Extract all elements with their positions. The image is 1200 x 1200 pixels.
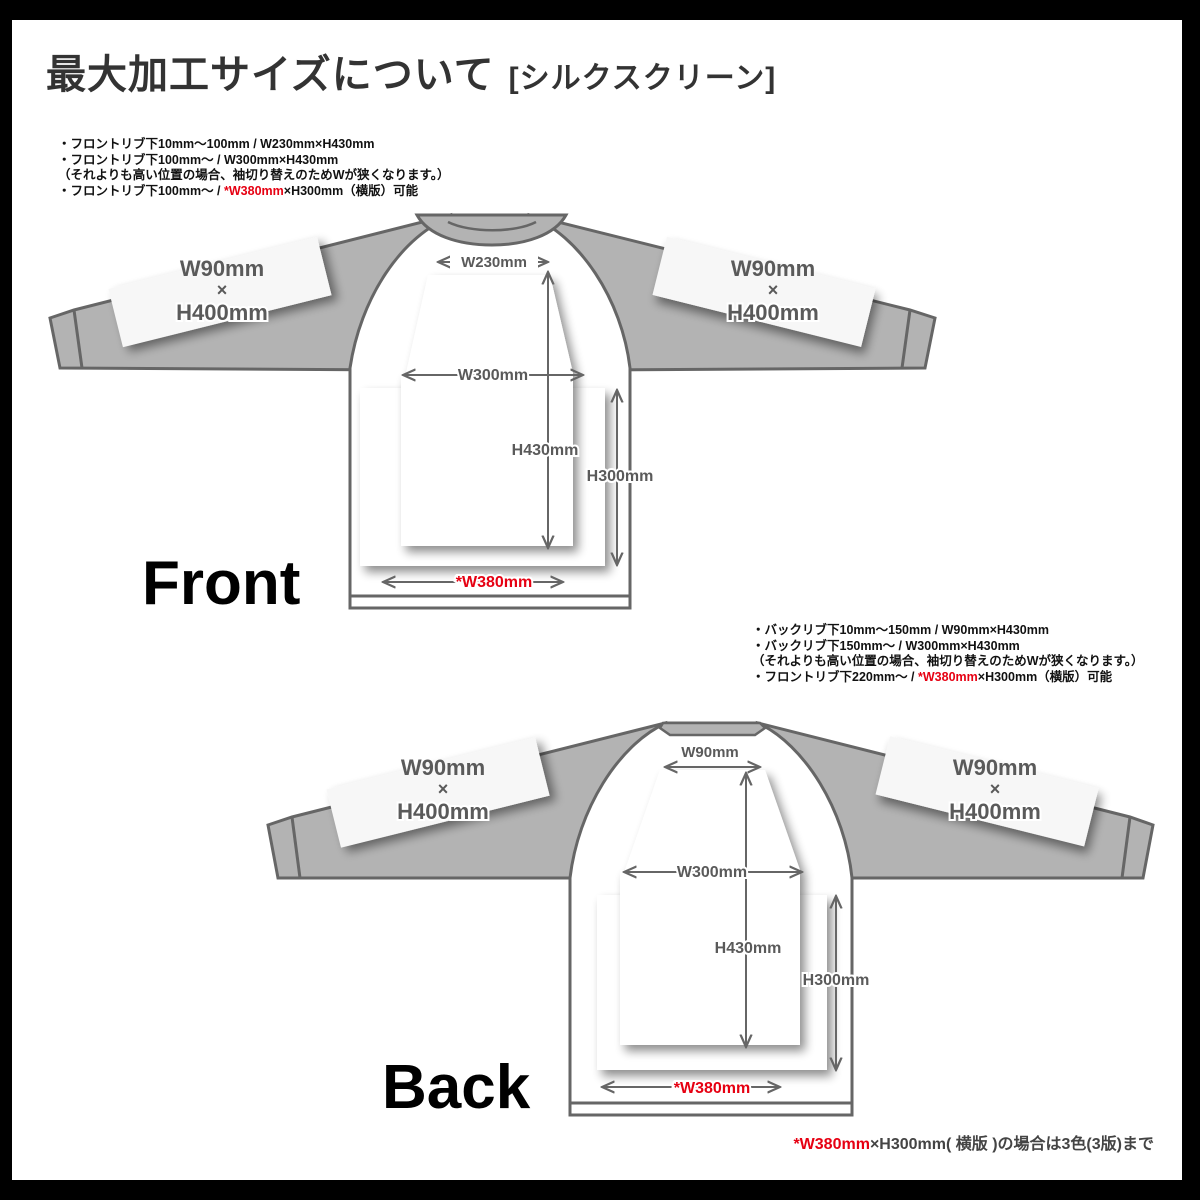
footer-note: *W380mm×H300mm( 横版 )の場合は3色(3版)まで [793, 1130, 1154, 1154]
back-left-sleeve-print-area [326, 737, 550, 848]
back-mid-width-label: W300mm [677, 864, 747, 881]
front-wide-height-label: H300mm [587, 468, 654, 485]
front-right-sleeve-print-area [652, 236, 876, 347]
back-tall-print-area [620, 770, 800, 1045]
front-left-sleeve-print-area [108, 236, 332, 348]
svg-text:×: × [990, 779, 1001, 799]
front-shirt-diagram: W230mm H430mm W300mm H300mm *W380mm W90m… [48, 212, 937, 610]
back-note-3: （それよりも高い位置の場合、袖切り替えのためWが狭くなります。） [752, 654, 1144, 668]
svg-text:×: × [768, 280, 779, 300]
back-note-4: ・フロントリブ下220mm〜 / *W380mm×H300mm（横版）可能 [752, 669, 1113, 684]
front-mid-width-label: W300mm [458, 367, 528, 384]
footer-text: ×H300mm( 横版 )の場合は3色(3版)まで [869, 1136, 1154, 1153]
front-wide-width-label: *W380mm [456, 574, 532, 591]
back-tall-height-label: H430mm [715, 940, 782, 957]
back-wide-width-label: *W380mm [674, 1080, 750, 1097]
back-note-highlight: *W380mm [918, 669, 978, 684]
front-left-sleeve-height: H400mm [176, 300, 268, 325]
front-note-3: （それよりも高い位置の場合、袖切り替えのためWが狭くなります。） [58, 168, 450, 182]
title-main: 最大加工サイズについて [46, 53, 495, 97]
footer-highlight: *W380mm [793, 1136, 870, 1153]
front-note-2: ・フロントリブ下100mm〜 / W300mm×H430mm [58, 152, 339, 167]
front-tall-height-label: H430mm [512, 442, 579, 459]
back-right-sleeve-print-area [875, 736, 1099, 847]
back-left-sleeve-width: W90mm [401, 755, 485, 780]
back-wide-height-label: H300mm [803, 972, 870, 989]
back-label: Back [382, 1053, 531, 1122]
back-notes: ・バックリブ下10mm〜150mm / W90mm×H430mm ・バックリブ下… [752, 623, 1144, 685]
back-right-sleeve-height: H400mm [949, 799, 1041, 824]
front-tall-print-area [401, 275, 573, 546]
diagram-canvas: 最大加工サイズについて [シルクスクリーン] ・フロントリブ下10mm〜100mm… [12, 20, 1182, 1180]
front-notes: ・フロントリブ下10mm〜100mm / W230mm×H430mm ・フロント… [58, 137, 450, 199]
front-top-width-label: W230mm [461, 254, 527, 271]
back-note-2: ・バックリブ下150mm〜 / W300mm×H430mm [752, 638, 1020, 653]
back-collar [658, 721, 767, 737]
svg-text:×: × [438, 779, 449, 799]
front-note-4: ・フロントリブ下100mm〜 / *W380mm×H300mm（横版）可能 [58, 183, 419, 198]
back-right-sleeve-width: W90mm [953, 755, 1037, 780]
back-note-1: ・バックリブ下10mm〜150mm / W90mm×H430mm [752, 623, 1049, 637]
back-top-width-label: W90mm [681, 744, 739, 761]
front-right-sleeve-height: H400mm [727, 300, 819, 325]
title-subtitle: [シルクスクリーン] [508, 62, 777, 95]
front-label: Front [142, 549, 301, 618]
back-shirt-diagram: W90mm H430mm W300mm H300mm *W380mm W90mm… [266, 720, 1155, 1117]
back-left-sleeve-height: H400mm [397, 799, 489, 824]
front-note-1: ・フロントリブ下10mm〜100mm / W230mm×H430mm [58, 137, 375, 151]
front-note-highlight: *W380mm [224, 183, 284, 198]
front-right-sleeve-width: W90mm [731, 256, 815, 281]
page-title: 最大加工サイズについて [シルクスクリーン] [46, 42, 776, 100]
front-left-sleeve-width: W90mm [180, 256, 264, 281]
svg-text:×: × [217, 280, 228, 300]
